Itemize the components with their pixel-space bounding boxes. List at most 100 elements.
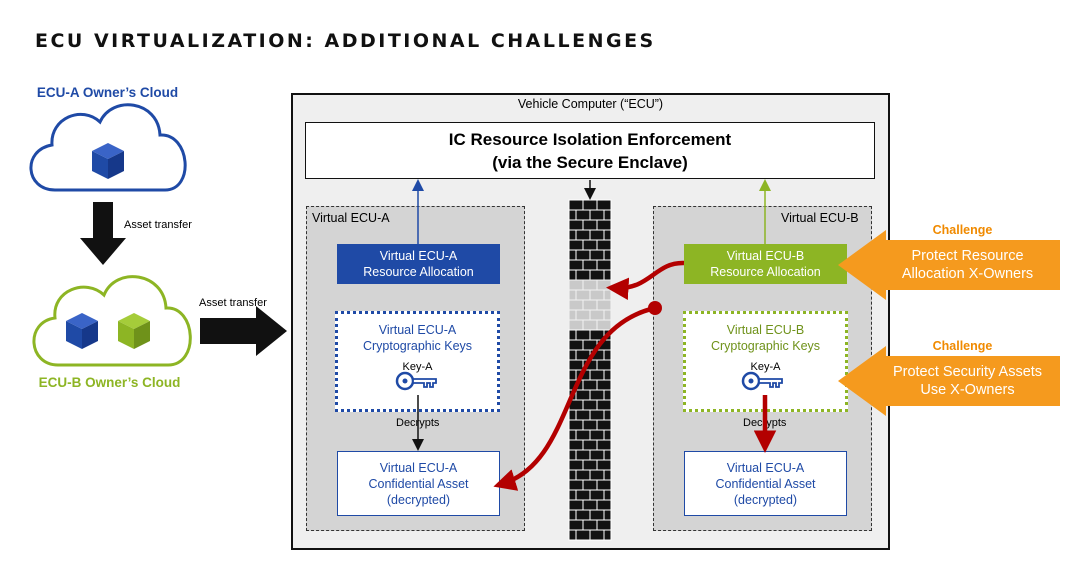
virtual-ecu-b-label: Virtual ECU-B: [781, 211, 859, 225]
ecu-a-alloc-line-2: Resource Allocation: [363, 265, 474, 279]
ecu-b-asset-line-3: (decrypted): [733, 492, 798, 507]
asset-attack-path: [493, 305, 656, 491]
ecu-b-confidential-asset: Virtual ECU-A Confidential Asset (decryp…: [684, 451, 847, 516]
wall-brick: [582, 399, 598, 411]
wall-brick: [603, 309, 612, 321]
wall-brick: [603, 229, 612, 241]
ecu-a-asset-line-3: (decrypted): [386, 492, 451, 507]
wall-brick: [582, 479, 598, 491]
wall-brick: [582, 459, 598, 471]
wall-brick: [589, 209, 605, 221]
asset-transfer-right-arrow: [200, 306, 287, 356]
wall-brick: [603, 269, 612, 281]
wall-brick: [568, 509, 577, 521]
wall-brick: [589, 249, 605, 261]
wall-brick: [582, 519, 598, 531]
wall-brick: [589, 289, 605, 301]
ecu-a-confidential-asset: Virtual ECU-A Confidential Asset (decryp…: [337, 451, 500, 516]
wall-brick: [596, 299, 612, 311]
wall-brick: [568, 319, 584, 331]
wall-brick: [575, 229, 591, 241]
ecu-b-asset-line-1: Virtual ECU-A: [726, 460, 805, 475]
wall-brick: [582, 379, 598, 391]
page-title: ECU VIRTUALIZATION: ADDITIONAL CHALLENGE…: [35, 30, 656, 52]
challenge-1-label: Challenge: [932, 223, 993, 237]
wall-brick: [603, 509, 612, 521]
asset-transfer-down-arrow: [80, 202, 126, 265]
attack-origin-dot: [648, 301, 662, 315]
wall-brick: [603, 289, 612, 301]
wall-brick: [603, 349, 612, 361]
wall-brick: [568, 199, 584, 211]
cloud-b-label: ECU-B Owner’s Cloud: [38, 375, 181, 390]
wall-brick: [596, 279, 612, 291]
wall-brick: [568, 409, 577, 421]
ecu-a-alloc-line-1: Virtual ECU-A: [379, 249, 458, 263]
ecu-b-alloc-line-2: Resource Allocation: [710, 265, 821, 279]
wall-brick: [589, 469, 605, 481]
wall-brick: [589, 269, 605, 281]
wall-brick: [589, 369, 605, 381]
package-icon: [118, 313, 150, 349]
wall-brick: [575, 429, 591, 441]
challenge-1-text: Protect Resource Allocation X-Owners: [880, 247, 1055, 283]
package-icon: [92, 143, 124, 179]
challenge-arrow-2: [838, 346, 1060, 416]
wall-brick: [596, 399, 612, 411]
wall-brick: [575, 489, 591, 501]
wall-brick: [575, 509, 591, 521]
key-b-label: Key-A: [750, 361, 781, 373]
wall-brick: [596, 359, 612, 371]
wall-brick: [589, 229, 605, 241]
wall-brick: [582, 419, 598, 431]
wall-brick: [589, 509, 605, 521]
wall-brick: [596, 419, 612, 431]
wall-brick: [582, 239, 598, 251]
wall-brick: [582, 259, 598, 271]
wall-brick: [575, 389, 591, 401]
wall-brick: [568, 229, 577, 241]
ecu-b-keys-line-2: Cryptographic Keys: [710, 339, 821, 353]
wall-brick: [603, 429, 612, 441]
challenge-2-text: Protect Security Assets Use X-Owners: [880, 363, 1055, 399]
ecu-a-asset-line-1: Virtual ECU-A: [379, 460, 458, 475]
challenge-2-line-2: Use X-Owners: [920, 382, 1015, 398]
wall-brick: [589, 489, 605, 501]
wall-brick: [568, 289, 577, 301]
wall-brick: [568, 209, 577, 221]
wall-brick: [568, 359, 584, 371]
challenge-arrow-1: [838, 230, 1060, 300]
wall-brick: [589, 529, 605, 541]
wall-brick: [568, 279, 584, 291]
wall-brick: [568, 219, 584, 231]
ecu-a-asset-line-2: Confidential Asset: [368, 476, 469, 491]
wall-brick: [568, 519, 584, 531]
ecu-a-keys-line-1: Virtual ECU-A: [378, 323, 457, 337]
wall-brick: [589, 449, 605, 461]
wall-brick: [582, 319, 598, 331]
wall-brick: [603, 469, 612, 481]
wall-brick: [582, 199, 598, 211]
challenge-2-line-1: Protect Security Assets: [892, 364, 1043, 380]
challenge-1-line-1: Protect Resource: [911, 248, 1024, 264]
wall-brick: [568, 499, 584, 511]
wall-brick: [568, 339, 584, 351]
wall-brick: [568, 329, 577, 341]
wall-brick: [575, 409, 591, 421]
wall-brick: [575, 209, 591, 221]
ic-line-2: (via the Secure Enclave): [492, 152, 688, 172]
wall-brick: [568, 449, 577, 461]
ic-line-1: IC Resource Isolation Enforcement: [448, 129, 732, 149]
wall-brick: [568, 489, 577, 501]
asset-transfer-down-label: Asset transfer: [124, 219, 192, 231]
wall-brick: [603, 449, 612, 461]
wall-brick: [596, 379, 612, 391]
wall-brick: [596, 499, 612, 511]
key-icon: [395, 371, 437, 391]
wall-brick: [568, 469, 577, 481]
wall-brick: [568, 249, 577, 261]
wall-brick: [596, 439, 612, 451]
ecu-b-alloc-line-1: Virtual ECU-B: [726, 249, 805, 263]
wall-brick: [603, 489, 612, 501]
